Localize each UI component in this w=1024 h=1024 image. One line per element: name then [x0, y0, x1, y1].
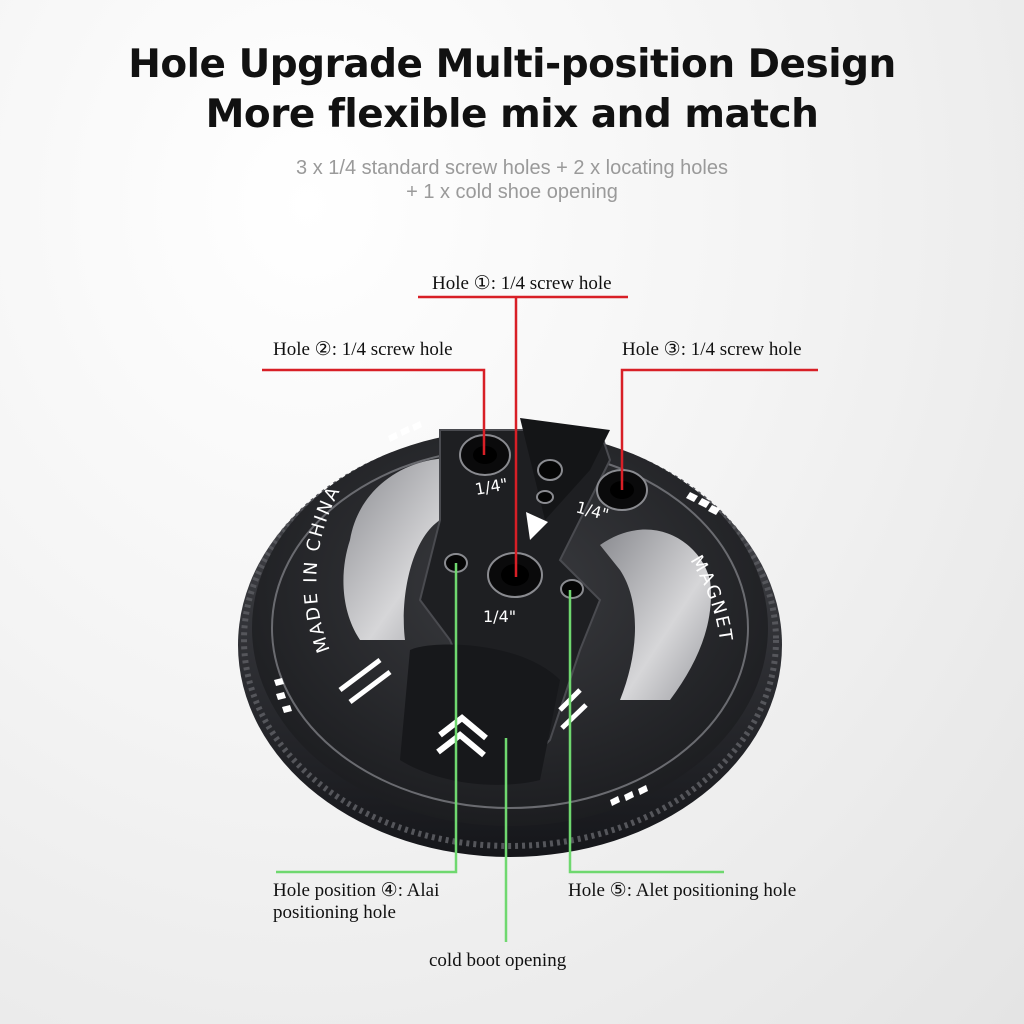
leader-lines-red — [262, 295, 818, 577]
callout-hole-3: Hole ③: 1/4 screw hole — [622, 339, 802, 360]
callout-hole-5: Hole ⑤: Alet positioning hole — [568, 880, 797, 901]
headline-line-2: More flexible mix and match — [205, 92, 819, 137]
hole-2-left — [459, 434, 511, 476]
rim-dash-marks — [274, 421, 720, 806]
side-cutouts — [343, 458, 711, 700]
callout-hole-4-line-2: positioning hole — [273, 902, 396, 923]
subtitle-line-2: + 1 x cold shoe opening — [406, 181, 618, 203]
small-top-holes — [536, 459, 563, 504]
headline-line-1: Hole Upgrade Multi-position Design — [128, 42, 896, 87]
leader-lines-green — [276, 563, 724, 942]
hole-5-locating-right — [560, 579, 584, 599]
callout-hole-4-line-1: Hole position ④: Alai — [273, 880, 440, 901]
double-chevron-up-icon — [436, 714, 488, 758]
triangle-down-icon — [526, 512, 548, 540]
slash-marks — [338, 658, 588, 730]
plate-label-center: 1/4" — [483, 607, 516, 626]
callout-hole-1: Hole ①: 1/4 screw hole — [432, 273, 612, 294]
callout-cold-boot: cold boot opening — [429, 950, 567, 971]
subtitle-line-1: 3 x 1/4 standard screw holes + 2 x locat… — [296, 157, 728, 179]
callout-hole-2: Hole ②: 1/4 screw hole — [273, 339, 453, 360]
